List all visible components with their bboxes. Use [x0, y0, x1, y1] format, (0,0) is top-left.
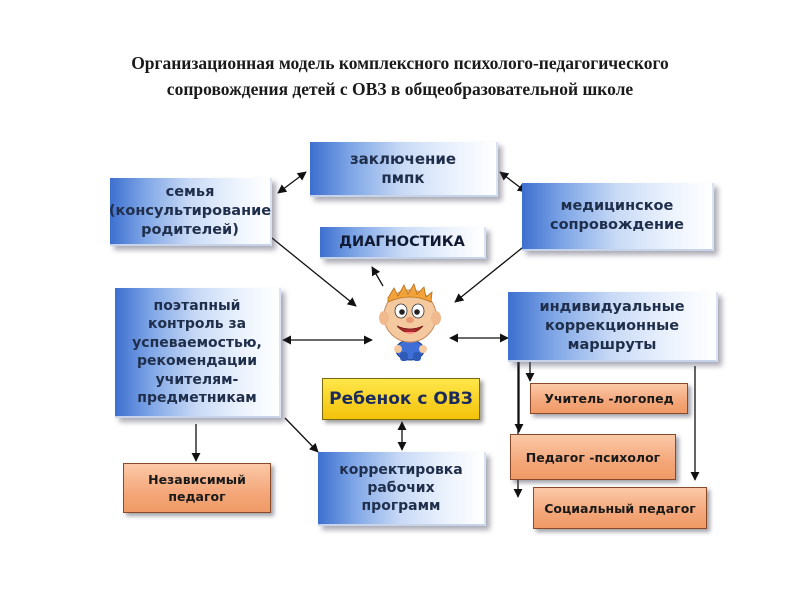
node-control-line-3: успеваемостью, [132, 334, 262, 351]
node-correction-line-1: корректировка [339, 462, 463, 478]
node-control-line-6: предметникам [137, 390, 257, 406]
node-pmpk: заключение пмпк [310, 142, 498, 197]
node-logoped-label: Учитель -логопед [544, 391, 674, 406]
node-independent-line-2: педагог [168, 489, 226, 504]
arrow-pmpk-family [277, 171, 307, 194]
node-psychologist-label: Педагог -психолог [525, 449, 661, 465]
diagram-title: Организационная модель комплексного псих… [40, 50, 760, 102]
node-independent: Независимый педагог [123, 463, 271, 513]
node-correction: корректировка рабочих программ [318, 452, 486, 526]
node-control: поэтапный контроль за успеваемостью, рек… [115, 288, 281, 418]
arrow-family-child [271, 237, 357, 307]
node-control-line-5: учителям- [155, 371, 239, 388]
node-routes-line-3: маршруты [567, 336, 657, 353]
node-diagnostics-label: ДИАГНОСТИКА [339, 234, 465, 250]
node-child-label: Ребенок с ОВЗ [329, 389, 473, 409]
node-routes: индивидуальные коррекционные маршруты [508, 292, 718, 362]
arrow-diagnostics-child [371, 266, 384, 287]
node-social: Социальный педагог [533, 487, 707, 529]
node-family: семья (консультирование родителей) [108, 178, 272, 246]
node-correction-line-2: рабочих [367, 480, 435, 496]
node-control-line-4: рекомендации [137, 353, 257, 369]
node-child: Ребенок с ОВЗ [322, 378, 480, 420]
node-independent-line-1: Независимый [148, 472, 246, 487]
node-routes-line-2: коррекционные [544, 317, 680, 334]
title-line-2: сопровождения детей с ОВЗ в общеобразова… [166, 79, 634, 99]
node-control-line-2: контроль за [147, 316, 247, 332]
node-family-line-1: семья [165, 183, 215, 200]
node-control-line-1: поэтапный [153, 297, 241, 314]
cartoon-boy-icon [379, 283, 441, 361]
arrow-control-correction [284, 417, 319, 453]
node-social-label: Социальный педагог [544, 500, 696, 516]
node-correction-line-3: программ [361, 498, 441, 514]
node-pmpk-line-2: пмпк [381, 168, 425, 187]
node-medical: медицинское сопровождение [522, 183, 714, 251]
node-routes-line-1: индивидуальные [539, 298, 685, 315]
title-line-1: Организационная модель комплексного псих… [131, 53, 669, 73]
arrow-medical-child [454, 243, 528, 303]
node-family-line-3: родителей) [141, 221, 239, 238]
node-pmpk-line-1: заключение [349, 149, 457, 168]
node-medical-line-1: медицинское [560, 198, 674, 214]
node-diagnostics: ДИАГНОСТИКА [320, 227, 486, 259]
node-medical-line-2: сопровождение [549, 217, 685, 233]
arrow-pmpk-medical [499, 171, 527, 193]
node-logoped: Учитель -логопед [530, 383, 688, 414]
node-family-line-2: (консультирование [108, 202, 272, 219]
node-psychologist: Педагог -психолог [510, 434, 676, 480]
